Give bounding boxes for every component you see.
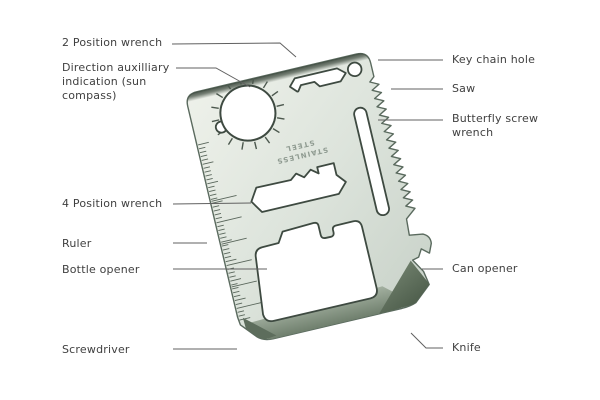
leader-lines xyxy=(171,42,443,350)
ruler-marks xyxy=(197,141,262,321)
label-saw: Saw xyxy=(452,82,476,95)
label-butterfly-line2: wrench xyxy=(452,126,494,139)
label-butterfly-screw-wrench: Butterfly screw wrench xyxy=(452,112,538,140)
leader-2-position-wrench xyxy=(171,42,297,58)
label-bottle-opener: Bottle opener xyxy=(62,263,140,276)
label-butterfly-line1: Butterfly screw xyxy=(452,112,539,125)
four-position-wrench-cutout xyxy=(250,162,347,213)
label-ruler: Ruler xyxy=(62,237,92,250)
leader-direction-compass xyxy=(176,67,251,88)
knife-corner-bevel xyxy=(378,260,430,315)
multitool-card: STAINLESS STEEL xyxy=(184,49,433,342)
label-knife: Knife xyxy=(452,341,481,354)
butterfly-screw-wrench-slot xyxy=(353,106,390,217)
label-direction-compass-line3: compass) xyxy=(62,89,117,102)
sun-compass-hole xyxy=(219,84,277,142)
key-chain-hole xyxy=(347,61,363,78)
label-2-position-wrench: 2 Position wrench xyxy=(62,36,163,49)
leader-knife xyxy=(410,332,443,349)
leader-4-position-wrench xyxy=(172,202,252,205)
label-direction-compass-line2: indication (sun xyxy=(62,75,147,88)
label-direction-compass: Direction auxilliary indication (sun com… xyxy=(62,61,169,103)
top-edge-shading xyxy=(184,49,374,103)
bottle-opener-cutout xyxy=(254,220,378,323)
two-position-wrench-slot xyxy=(289,67,347,93)
label-4-position-wrench: 4 Position wrench xyxy=(62,197,163,210)
label-screwdriver: Screwdriver xyxy=(62,343,130,356)
label-can-opener: Can opener xyxy=(452,262,518,275)
label-direction-compass-line1: Direction auxilliary xyxy=(62,61,170,74)
label-key-chain-hole: Key chain hole xyxy=(452,53,536,66)
